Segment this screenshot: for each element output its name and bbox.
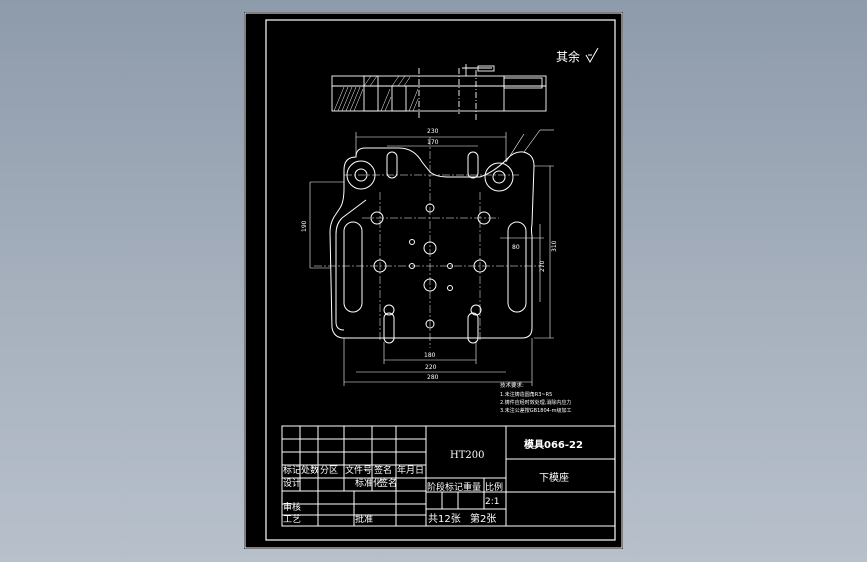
- material-label: HT200: [450, 450, 484, 461]
- dim-mid-height: 270: [539, 260, 546, 272]
- stage-mark-label: 阶段标记: [427, 481, 463, 493]
- inner-frame: [265, 19, 616, 541]
- dimension-lines: [309, 129, 554, 386]
- dim-bottom-inner: 180: [424, 352, 436, 359]
- drawing-canvas: 其余: [244, 12, 623, 549]
- dim-mid-right: 80: [512, 244, 520, 251]
- plan-view-outline: [329, 147, 535, 344]
- dim-left-height: 190: [301, 220, 308, 232]
- standardize-label: 标准化: [355, 477, 382, 489]
- header-zone: 分区: [320, 465, 338, 476]
- design-label: 设计: [283, 477, 301, 489]
- header-date: 年月日: [397, 464, 424, 476]
- sign-label: 签名: [379, 477, 397, 489]
- header-doc-no: 文件号: [345, 464, 372, 476]
- review-label: 审核: [283, 501, 301, 513]
- dim-bottom-mid: 220: [425, 364, 437, 371]
- tech-req-item-1: 1.未注铸造圆角R3~R5: [500, 391, 552, 398]
- dim-right-height: 310: [551, 240, 558, 252]
- sheet-number: 第2张: [470, 512, 496, 525]
- header-count: 处数: [301, 464, 319, 476]
- cad-drawing: 其余: [244, 12, 623, 549]
- side-section-view: [331, 64, 547, 120]
- dim-top-width: 230: [427, 128, 439, 135]
- outer-border: [244, 12, 623, 549]
- dim-inner-top: 170: [427, 139, 439, 146]
- roughness-symbol-icon: [585, 47, 599, 64]
- scale-value: 2:1: [485, 497, 499, 507]
- process-label: 工艺: [283, 514, 301, 525]
- weight-label: 重量: [463, 481, 481, 493]
- tech-req-item-3: 3.未注公差按GB1804-m级加工: [500, 407, 571, 414]
- dim-bottom-total: 280: [427, 374, 439, 381]
- approve-label: 批准: [355, 513, 373, 525]
- center-lines: [314, 137, 544, 348]
- title-block-header-row: 标记 处数 分区 文件号 签名 年月日: [283, 464, 424, 476]
- header-sign: 签名: [374, 464, 392, 476]
- drawing-number: 模具066-22: [524, 438, 583, 451]
- tech-req-title: 技术要求:: [500, 381, 524, 389]
- sheets-total: 共12张: [428, 513, 461, 525]
- part-name: 下模座: [539, 471, 569, 484]
- header-mark: 标记: [283, 464, 301, 476]
- tech-req-item-2: 2.铸件应经时效处理,消除内应力: [500, 399, 571, 406]
- roughness-note: 其余: [556, 49, 580, 64]
- title-block: [281, 425, 616, 527]
- section-hatch: [333, 75, 419, 112]
- ratio-label: 比例: [485, 481, 503, 493]
